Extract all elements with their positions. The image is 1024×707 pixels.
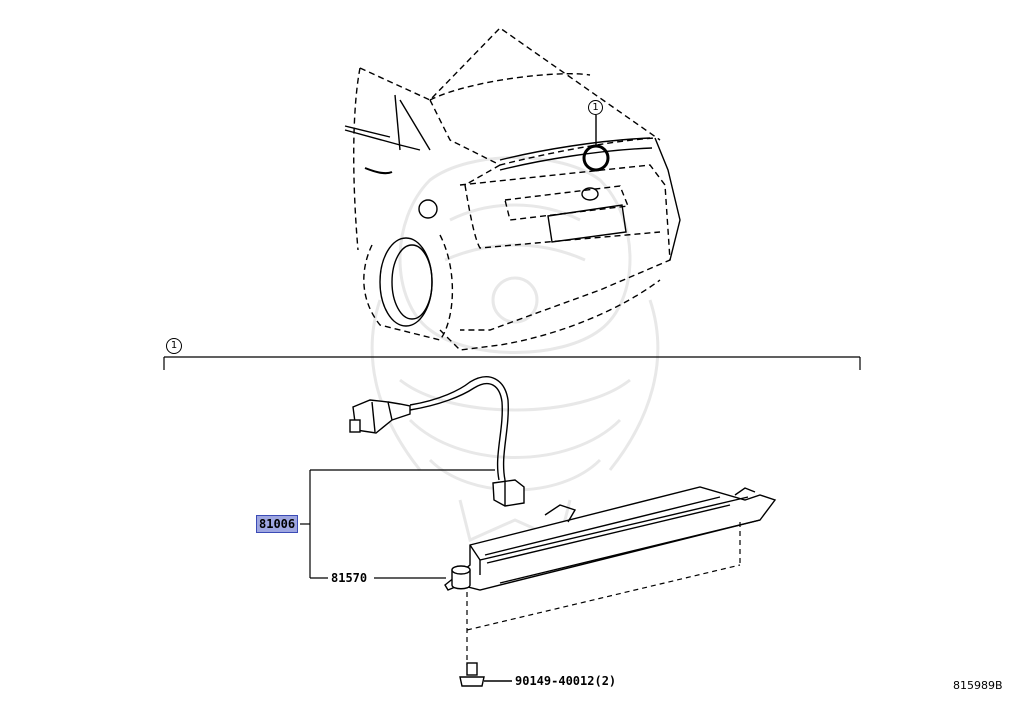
part-number-assembly[interactable]: 81006 — [256, 515, 299, 533]
diagram-reference-code: 815989B — [953, 679, 1003, 692]
callout-number-1: 1 — [166, 338, 182, 354]
part-number-socket[interactable]: 81570 — [331, 571, 368, 585]
mounting-guide-lines — [466, 522, 741, 665]
wire-harness — [349, 376, 525, 507]
watermark-emblem — [370, 156, 660, 543]
high-mount-stop-lamp — [444, 486, 777, 591]
callout-number-1-car: 1 — [588, 100, 603, 115]
callout-bracket — [163, 356, 861, 370]
car-rear-illustration — [344, 27, 681, 351]
part-number-screw[interactable]: 90149-40012(2) — [515, 674, 617, 688]
screw — [459, 662, 512, 687]
leader-lines — [300, 469, 495, 579]
